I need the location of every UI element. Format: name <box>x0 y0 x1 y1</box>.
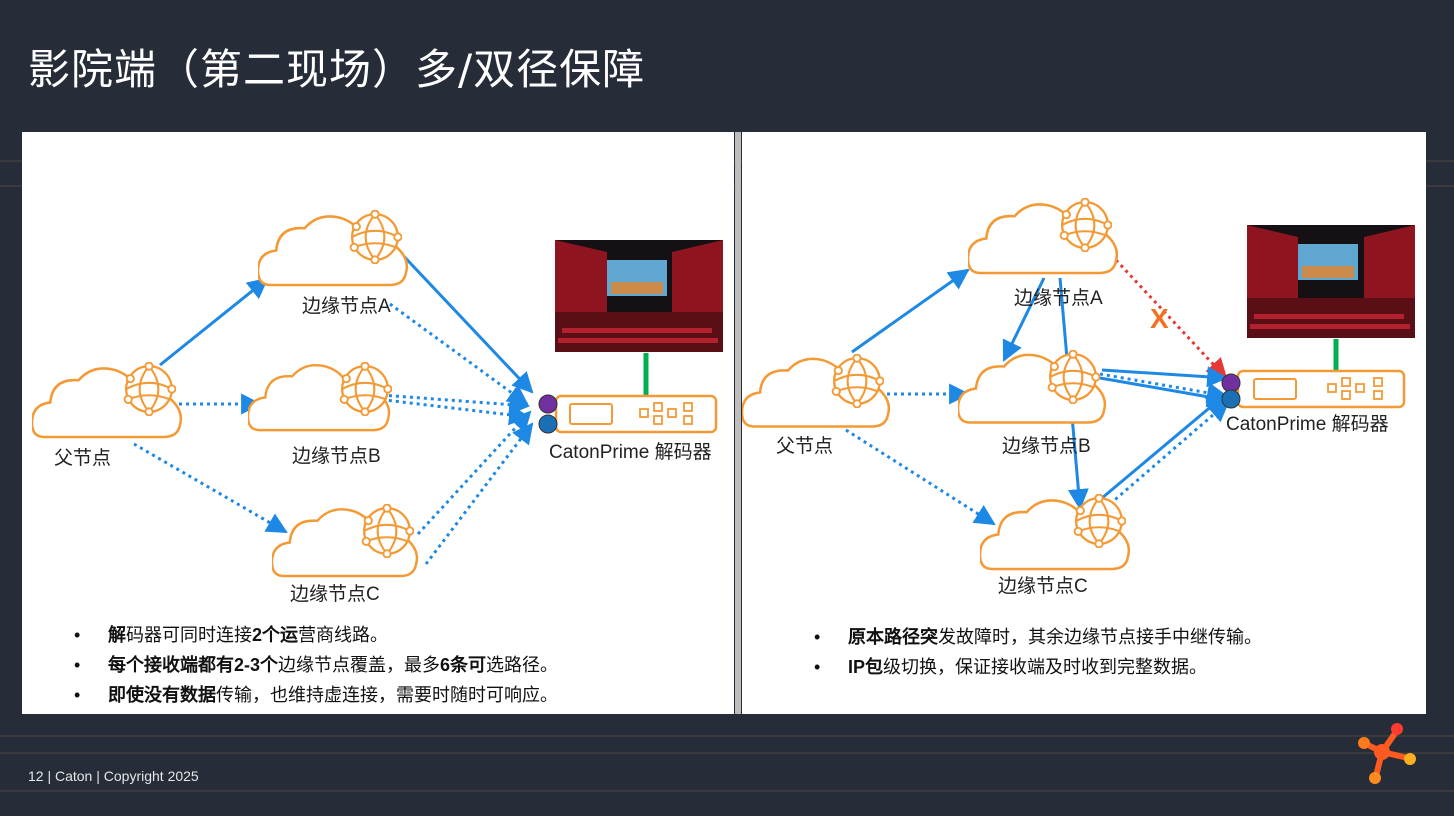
edge-b-cloud-node <box>248 362 392 432</box>
decoder-label: CatonPrime 解码器 <box>549 441 712 463</box>
input-port-2 <box>538 414 558 434</box>
parent-node-label: 父节点 <box>776 435 833 457</box>
edge-a-cloud-node <box>258 210 409 287</box>
arrow-a-to-b <box>1002 277 1046 362</box>
arrow-parent-to-c <box>845 428 996 526</box>
bullet-item: 解码器可同时连接2个运营商线路。 <box>74 620 558 650</box>
arrow-c-to-decoder-2 <box>1109 400 1230 506</box>
bullet-item: 原本路径突发故障时，其余边缘节点接手中继传输。 <box>814 622 1262 652</box>
failure-mark: X <box>1150 303 1169 334</box>
edge-b-cloud-node <box>958 350 1107 424</box>
arrow-parent-to-a <box>851 268 970 354</box>
left-diagram-panel: 父节点 边缘节点A 边缘节点B 边缘节点C CatonPrime 解码器 解码器… <box>22 132 734 714</box>
arrow-parent-to-a <box>159 277 269 367</box>
arrow-b-to-decoder-1 <box>1101 366 1229 388</box>
input-port-1 <box>1221 373 1241 393</box>
edge-b-label: 边缘节点B <box>292 445 381 467</box>
parent-cloud-node <box>32 362 183 439</box>
arrow-parent-to-c <box>133 442 288 534</box>
cinema-photo <box>555 240 723 352</box>
left-network-diagram: 父节点 边缘节点A 边缘节点B 边缘节点C CatonPrime 解码器 <box>32 210 723 605</box>
bullet-item: 每个接收端都有2-3个边缘节点覆盖，最多6条可选路径。 <box>74 650 558 680</box>
bullet-item: IP包级切换，保证接收端及时收到完整数据。 <box>814 652 1262 682</box>
edge-c-cloud-node <box>980 494 1131 571</box>
footer-copyright: 12 | Caton | Copyright 2025 <box>28 768 199 784</box>
left-bullet-list: 解码器可同时连接2个运营商线路。 每个接收端都有2-3个边缘节点覆盖，最多6条可… <box>74 620 558 710</box>
input-port-1 <box>538 394 558 414</box>
right-bullet-list: 原本路径突发故障时，其余边缘节点接手中继传输。 IP包级切换，保证接收端及时收到… <box>814 622 1262 682</box>
arrow-b-to-decoder-1 <box>367 392 531 416</box>
decoder-label: CatonPrime 解码器 <box>1226 413 1389 435</box>
edge-c-label: 边缘节点C <box>998 575 1088 597</box>
edge-a-label: 边缘节点A <box>1014 287 1103 309</box>
decoder-device-icon <box>1221 369 1406 409</box>
slide-title: 影院端（第二现场）多/双径保障 <box>28 45 646 94</box>
arrow-c-to-decoder-1 <box>416 410 532 536</box>
failed-path-a-to-decoder <box>1114 258 1228 380</box>
arrow-b-to-decoder-2 <box>1099 372 1229 404</box>
arrow-c-to-decoder-1 <box>1101 392 1228 500</box>
right-diagram-panel: X <box>742 132 1426 714</box>
arrow-a-to-decoder-solid <box>394 246 534 394</box>
arrow-c-to-decoder-2 <box>424 422 534 565</box>
caton-logo-icon <box>1358 723 1416 784</box>
edge-c-cloud-node <box>272 504 419 578</box>
parent-node-label: 父节点 <box>54 447 111 469</box>
panel-divider <box>735 132 741 714</box>
right-network-diagram: X <box>742 198 1415 597</box>
parent-cloud-node <box>742 354 891 428</box>
input-port-2 <box>1221 389 1241 409</box>
arrow-a-to-decoder-dotted <box>389 302 529 406</box>
bullet-item: 即使没有数据传输，也维持虚连接，需要时随时可响应。 <box>74 680 558 710</box>
decoder-device-icon <box>538 394 718 434</box>
edge-b-label: 边缘节点B <box>1002 435 1091 457</box>
arrow-b-to-decoder-2 <box>367 396 531 426</box>
arrow-b-to-decoder-3 <box>1099 376 1229 408</box>
edge-a-label: 边缘节点A <box>302 295 391 317</box>
cinema-photo <box>1247 225 1415 338</box>
edge-a-cloud-node <box>968 198 1119 275</box>
edge-c-label: 边缘节点C <box>290 583 380 605</box>
